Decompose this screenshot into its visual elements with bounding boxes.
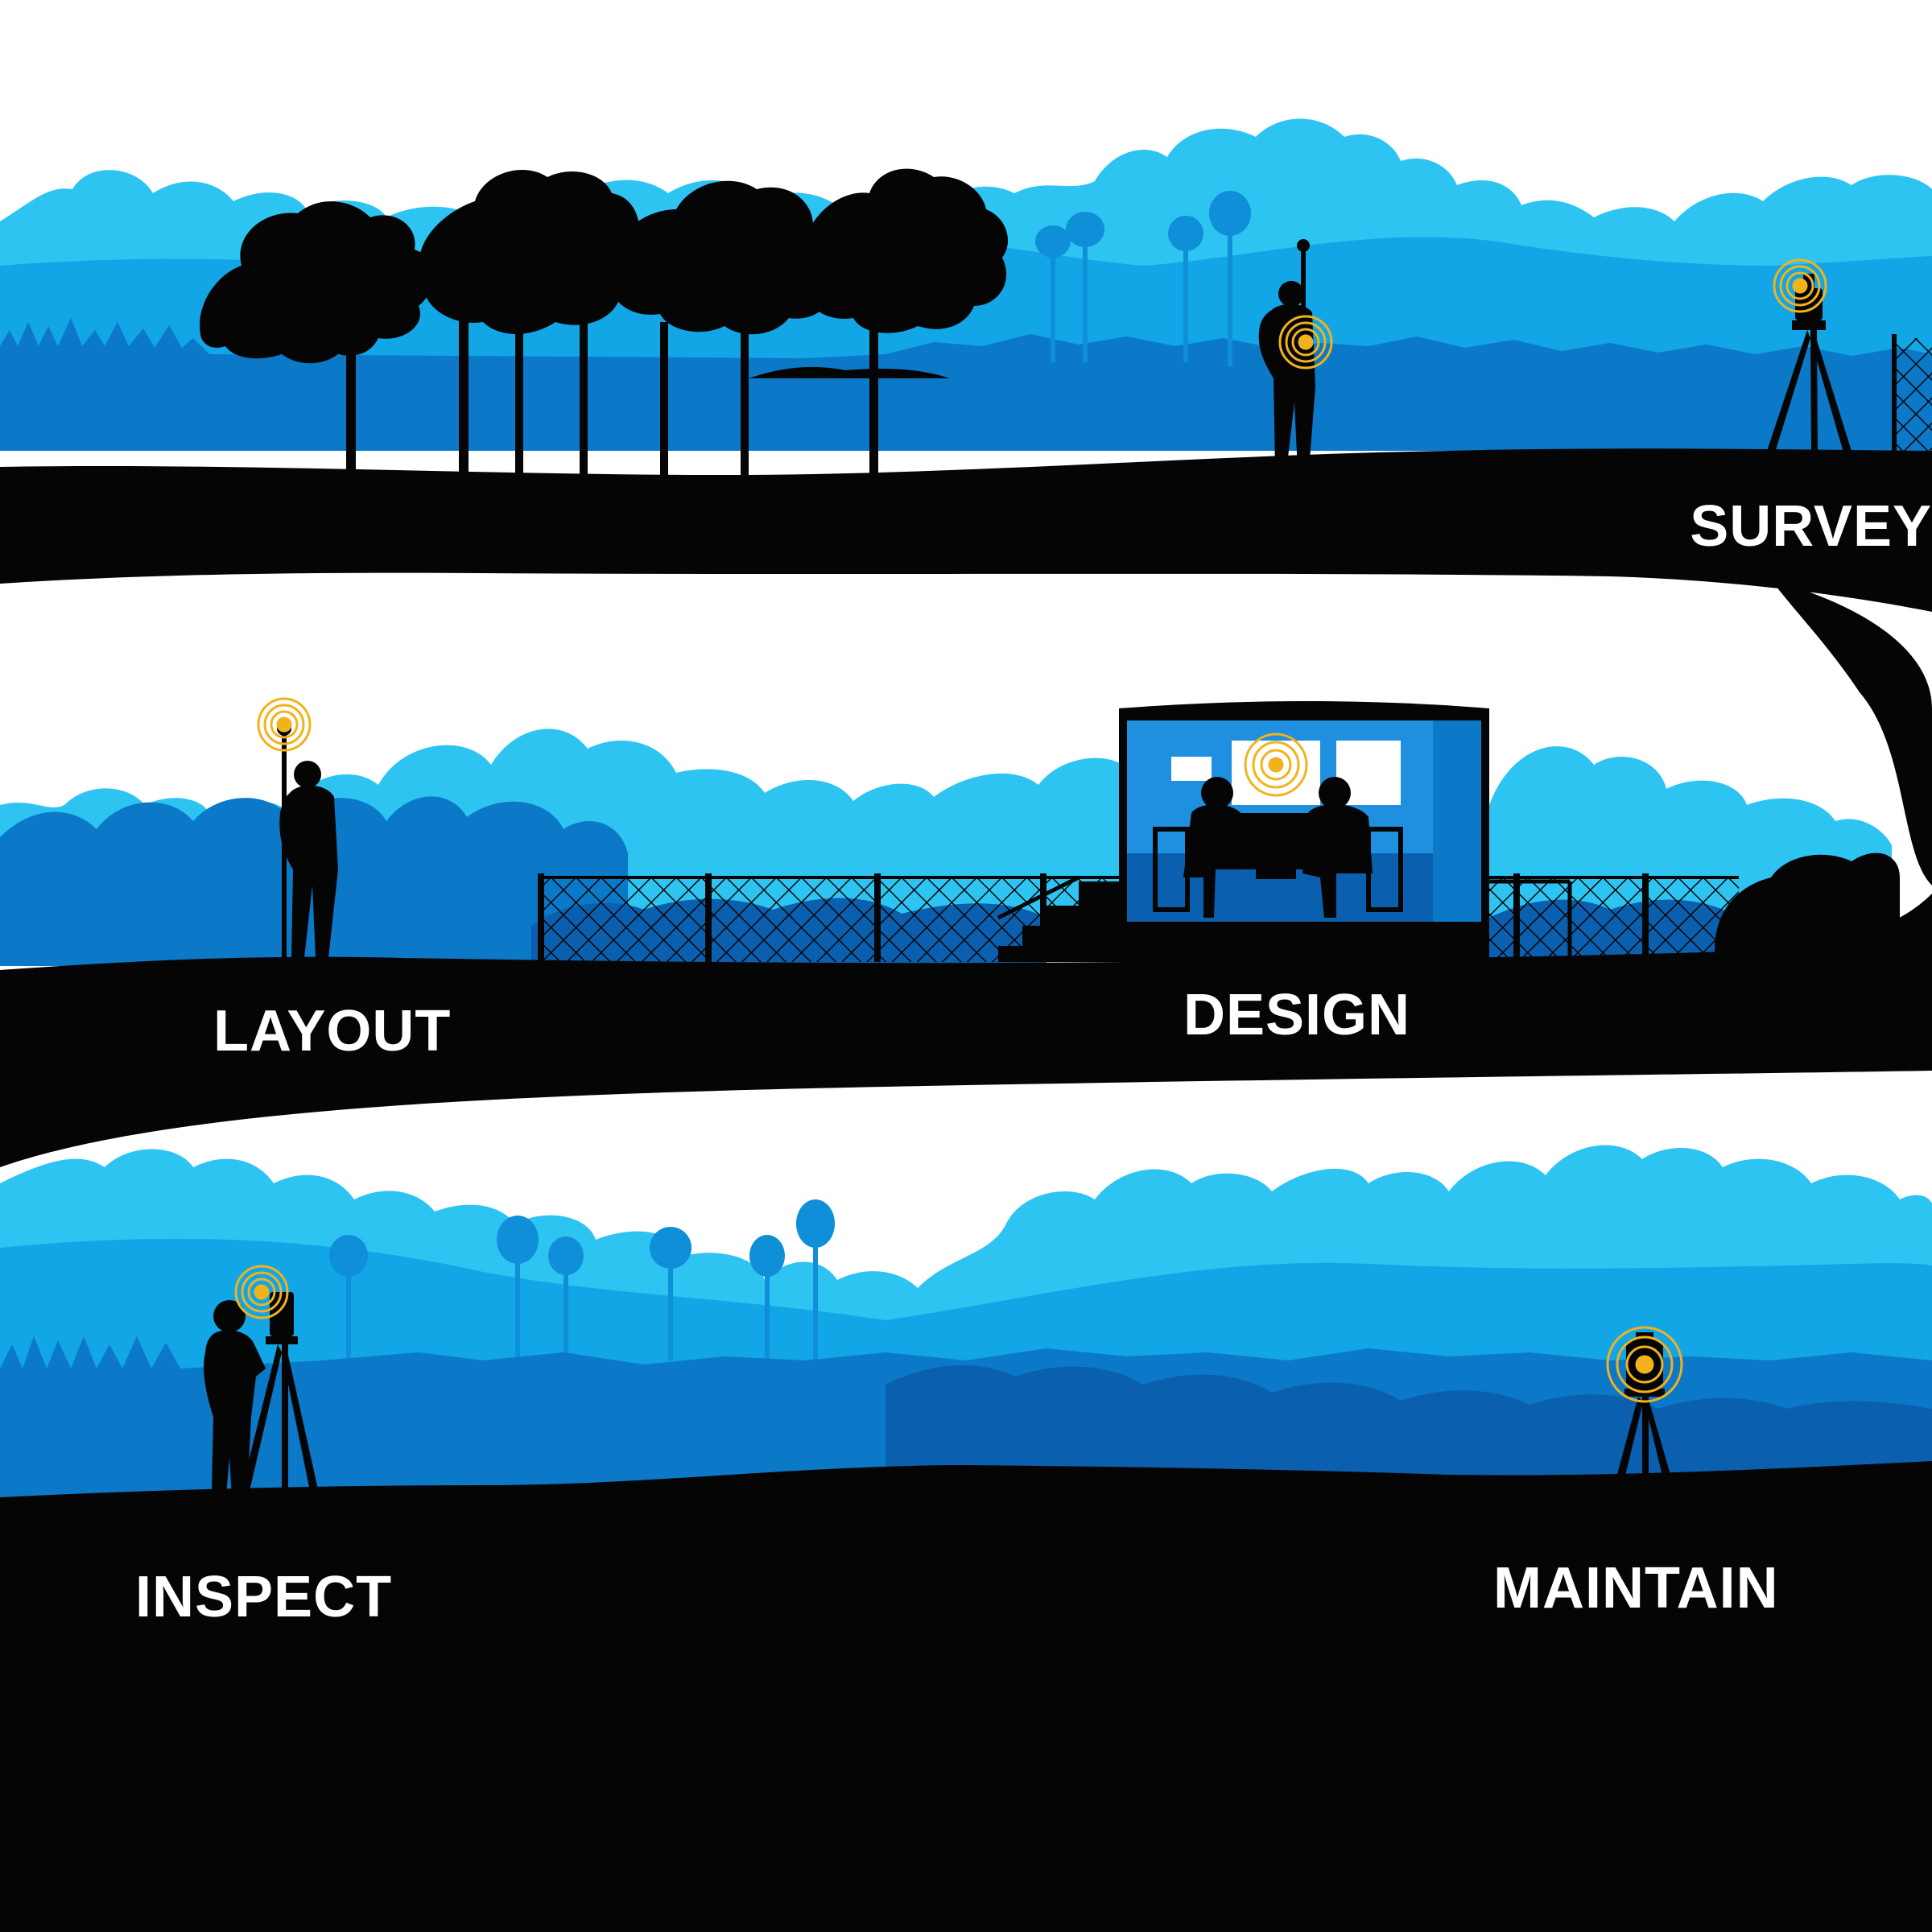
survey-band: SURVEY [0,118,1932,612]
survey-ground [0,448,1932,612]
survey-forest [0,318,1932,451]
stage-label-design: DESIGN [1183,983,1410,1047]
layout-surveyor-figure [277,721,338,962]
bottom-ground [0,1461,1932,1932]
layout-design-band: LAYOUT DESIGN [0,697,1932,1167]
inspector-figure [204,1300,266,1525]
stage-label-survey: SURVEY [1690,494,1932,559]
office-workstation-icon [997,701,1572,962]
survey-pines [1035,191,1251,366]
laser-scanner-tripod-icon [242,1292,318,1497]
bottom-pines [329,1199,835,1360]
chain-link-fence [538,873,1739,962]
signal-waves-icon [257,697,312,752]
survey-fence [1893,338,1932,459]
survey-trees [200,168,1009,475]
stage-label-inspect: INSPECT [135,1565,392,1629]
signal-waves-icon [1244,733,1308,797]
signal-waves-icon [1773,258,1827,313]
total-station-tripod-icon [1616,1332,1671,1481]
signal-waves-icon [234,1265,289,1319]
survey-fence-post [1892,334,1897,459]
inspect-maintain-band: INSPECT MAINTAIN [0,1145,1932,1932]
stage-label-layout: LAYOUT [213,999,451,1063]
signal-waves-icon [1278,315,1333,369]
connector-curve-right [1771,580,1932,886]
signal-waves-icon [1606,1326,1683,1403]
stage-label-maintain: MAINTAIN [1493,1556,1779,1620]
total-station-tripod-icon [1767,274,1852,455]
